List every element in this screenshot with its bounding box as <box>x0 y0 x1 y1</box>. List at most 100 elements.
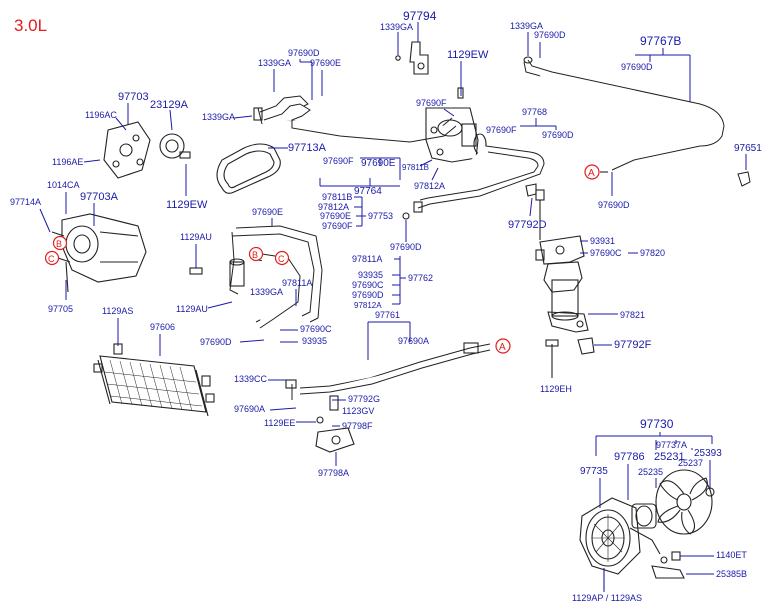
label-97798a: 97798A <box>318 468 349 478</box>
label-97690f-b: 97690F <box>486 125 517 135</box>
label-1129ew-a: 1129EW <box>447 49 489 61</box>
label-97786: 97786 <box>614 451 645 463</box>
label-97792f: 97792F <box>614 339 652 351</box>
label-97811a-b: 97811A <box>282 278 312 288</box>
label-1196ac: 1196AC <box>85 110 117 120</box>
label-97811b-b: 97811B <box>322 192 352 202</box>
label-93935-a: 93935 <box>358 270 383 280</box>
label-97811a-a: 97811A <box>352 254 382 264</box>
fan-shroud-97735-drawing <box>579 497 641 575</box>
label-25237: 25237 <box>678 458 703 468</box>
label-97690e-a: 97690E <box>310 58 341 68</box>
suction-line-97761-drawing <box>285 342 491 400</box>
label-23129a: 23129A <box>150 99 189 111</box>
callout-b-liquid-line-label: B <box>252 250 258 260</box>
callout-b-liquid-line <box>248 246 264 262</box>
label-97690e-b: 97690E <box>361 158 396 169</box>
label-1129ap-1129as: 1129AP / 1129AS <box>572 593 642 603</box>
callout-a-hose-label: A <box>588 168 595 179</box>
drive-belt-97713a-drawing <box>216 143 281 194</box>
label-93931: 93931 <box>590 236 615 246</box>
label-25393: 25393 <box>694 448 722 459</box>
label-25235: 25235 <box>638 467 663 477</box>
label-97713a: 97713A <box>288 142 327 154</box>
label-1339ga-d: 1339GA <box>202 112 235 122</box>
bracket-97794-drawing <box>395 41 429 75</box>
label-1129ew-b: 1129EW <box>166 199 208 211</box>
label-97753: 97753 <box>368 211 393 221</box>
label-1123gv: 1123GV <box>342 406 374 416</box>
label-97690f-d: 97690F <box>322 221 353 231</box>
label-1339ga-b: 1339GA <box>510 21 543 31</box>
label-1339ga-a: 1339GA <box>380 22 413 32</box>
condenser-97606-drawing <box>93 343 215 417</box>
bracket-97798a-drawing <box>315 395 355 453</box>
label-97737a: 97737A <box>656 440 687 450</box>
liquid-line-center-drawing <box>229 225 323 329</box>
label-97820: 97820 <box>640 248 665 258</box>
label-97690e-c: 97690E <box>320 211 351 221</box>
callout-c-liquid-line <box>274 250 290 266</box>
label-97690f-c: 97690F <box>323 156 354 166</box>
label-97690d-e: 97690D <box>390 242 422 252</box>
receiver-drier-97820-drawing <box>535 189 589 333</box>
label-97792g: 97792G <box>348 394 380 404</box>
label-97812a-b: 97812A <box>318 202 349 212</box>
label-1129au-a: 1129AU <box>180 232 212 242</box>
hose-97651-drawing <box>737 171 751 187</box>
label-1129as: 1129AS <box>102 306 133 316</box>
callout-b-compressor-label: B <box>56 239 62 249</box>
label-25231: 25231 <box>654 451 685 463</box>
callout-c-compressor <box>44 250 60 266</box>
label-97792d: 97792D <box>508 219 547 231</box>
label-97690d-c: 97690D <box>598 200 630 210</box>
label-97690a-b: 97690A <box>234 404 265 414</box>
label-97812a-c: 97812A <box>354 301 382 310</box>
label-97703a: 97703A <box>80 191 119 203</box>
label-97690a-a: 97690A <box>398 336 429 346</box>
label-97798f: 97798F <box>342 421 373 431</box>
label-1129au-b: 1129AU <box>176 304 208 314</box>
label-97690d-d: 97690D <box>542 130 574 140</box>
label-97761: 97761 <box>375 310 400 320</box>
fan-motor-97786-drawing <box>629 503 668 564</box>
label-1014ca: 1014CA <box>47 180 80 190</box>
discharge-hose-drawing <box>253 95 457 143</box>
label-97767b: 97767B <box>640 34 681 48</box>
label-1339cc: 1339CC <box>234 374 268 384</box>
hose-97767b-drawing <box>523 56 725 171</box>
label-97812a-a: 97812A <box>414 181 445 191</box>
label-97762: 97762 <box>408 273 433 283</box>
label-1339ga-e: 1339GA <box>250 287 283 297</box>
label-97690e-d: 97690E <box>252 207 283 217</box>
label-93935-b: 93935 <box>302 336 327 346</box>
compressor-97703a-drawing <box>51 213 147 283</box>
label-97690c-a: 97690C <box>590 248 622 258</box>
label-97690d-a: 97690D <box>534 30 566 40</box>
callout-a-suction-label: A <box>499 342 506 353</box>
label-97811b-top: 97811B <box>402 163 429 172</box>
callout-c-liquid-line-label: C <box>278 254 285 264</box>
tensioner-23129a-drawing <box>159 133 191 159</box>
label-97821: 97821 <box>620 310 645 320</box>
label-1339ga-c: 1339GA <box>258 58 291 68</box>
label-1129eh: 1129EH <box>540 384 572 394</box>
label-97768: 97768 <box>522 107 547 117</box>
label-97735: 97735 <box>580 466 608 477</box>
label-97705: 97705 <box>48 304 73 314</box>
callout-a-suction <box>495 338 511 354</box>
fan-blade-25231-drawing <box>655 469 715 535</box>
label-97690d-b: 97690D <box>621 62 653 72</box>
label-1140et: 1140ET <box>716 550 747 560</box>
label-97703: 97703 <box>118 91 149 103</box>
suction-hose-right-drawing <box>413 145 545 213</box>
label-97606: 97606 <box>150 322 175 332</box>
bracket-97703-drawing <box>103 121 151 179</box>
label-97690d-f: 97690D <box>200 337 232 347</box>
engine-title: 3.0L <box>14 16 47 35</box>
callout-b-compressor <box>52 235 68 251</box>
label-97690c-c: 97690C <box>300 324 332 334</box>
label-97794: 97794 <box>403 9 437 23</box>
label-97690d-d-top: 97690D <box>288 48 320 58</box>
